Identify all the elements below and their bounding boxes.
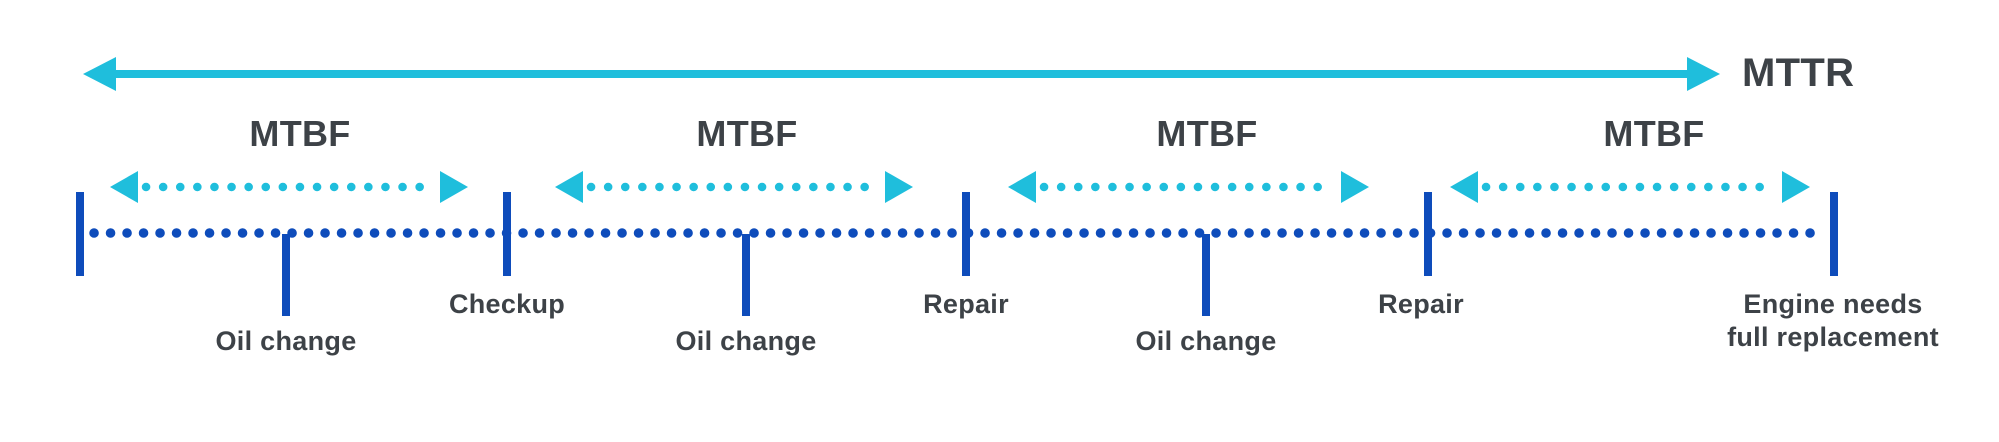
- mtbf-arrowhead-right-icon: [885, 171, 913, 203]
- mtbf-arrowhead-left-icon: [1008, 171, 1036, 203]
- repair-label-2: Repair: [1378, 289, 1464, 319]
- mtbf-double-arrow-4: [1450, 171, 1810, 203]
- oil-change-label-3: Oil change: [1135, 326, 1277, 356]
- mtbf-arrowhead-left-icon: [1450, 171, 1478, 203]
- mttr-arrowhead-left-icon: [83, 57, 116, 91]
- mttr-label: MTTR: [1742, 51, 1855, 95]
- checkup-label: Checkup: [448, 289, 566, 319]
- mtbf-arrowhead-right-icon: [1782, 171, 1810, 203]
- engine-replacement-label-line1: Engine needs: [1743, 289, 1923, 319]
- oil-change-label-2: Oil change: [675, 326, 817, 356]
- mtbf-label-4: MTBF: [1603, 113, 1705, 154]
- mtbf-double-arrow-3: [1008, 171, 1369, 203]
- mtbf-arrowhead-left-icon: [110, 171, 138, 203]
- engine-replacement-label: Engine needs full replacement: [1727, 288, 1939, 354]
- oil-change-label-1: Oil change: [215, 326, 357, 356]
- repair-label-1: Repair: [923, 289, 1009, 319]
- mtbf-double-arrow-1: [110, 171, 468, 203]
- mtbf-double-arrow-2: [555, 171, 913, 203]
- mttr-double-arrow: [83, 57, 1720, 91]
- mtbf-arrowhead-right-icon: [440, 171, 468, 203]
- mtbf-arrowhead-left-icon: [555, 171, 583, 203]
- mttr-arrowhead-right-icon: [1687, 57, 1720, 91]
- mtbf-label-2: MTBF: [696, 113, 798, 154]
- mtbf-label-3: MTBF: [1156, 113, 1258, 154]
- engine-replacement-label-line2: full replacement: [1727, 322, 1939, 352]
- mtbf-arrowhead-right-icon: [1341, 171, 1369, 203]
- mtbf-label-1: MTBF: [249, 113, 351, 154]
